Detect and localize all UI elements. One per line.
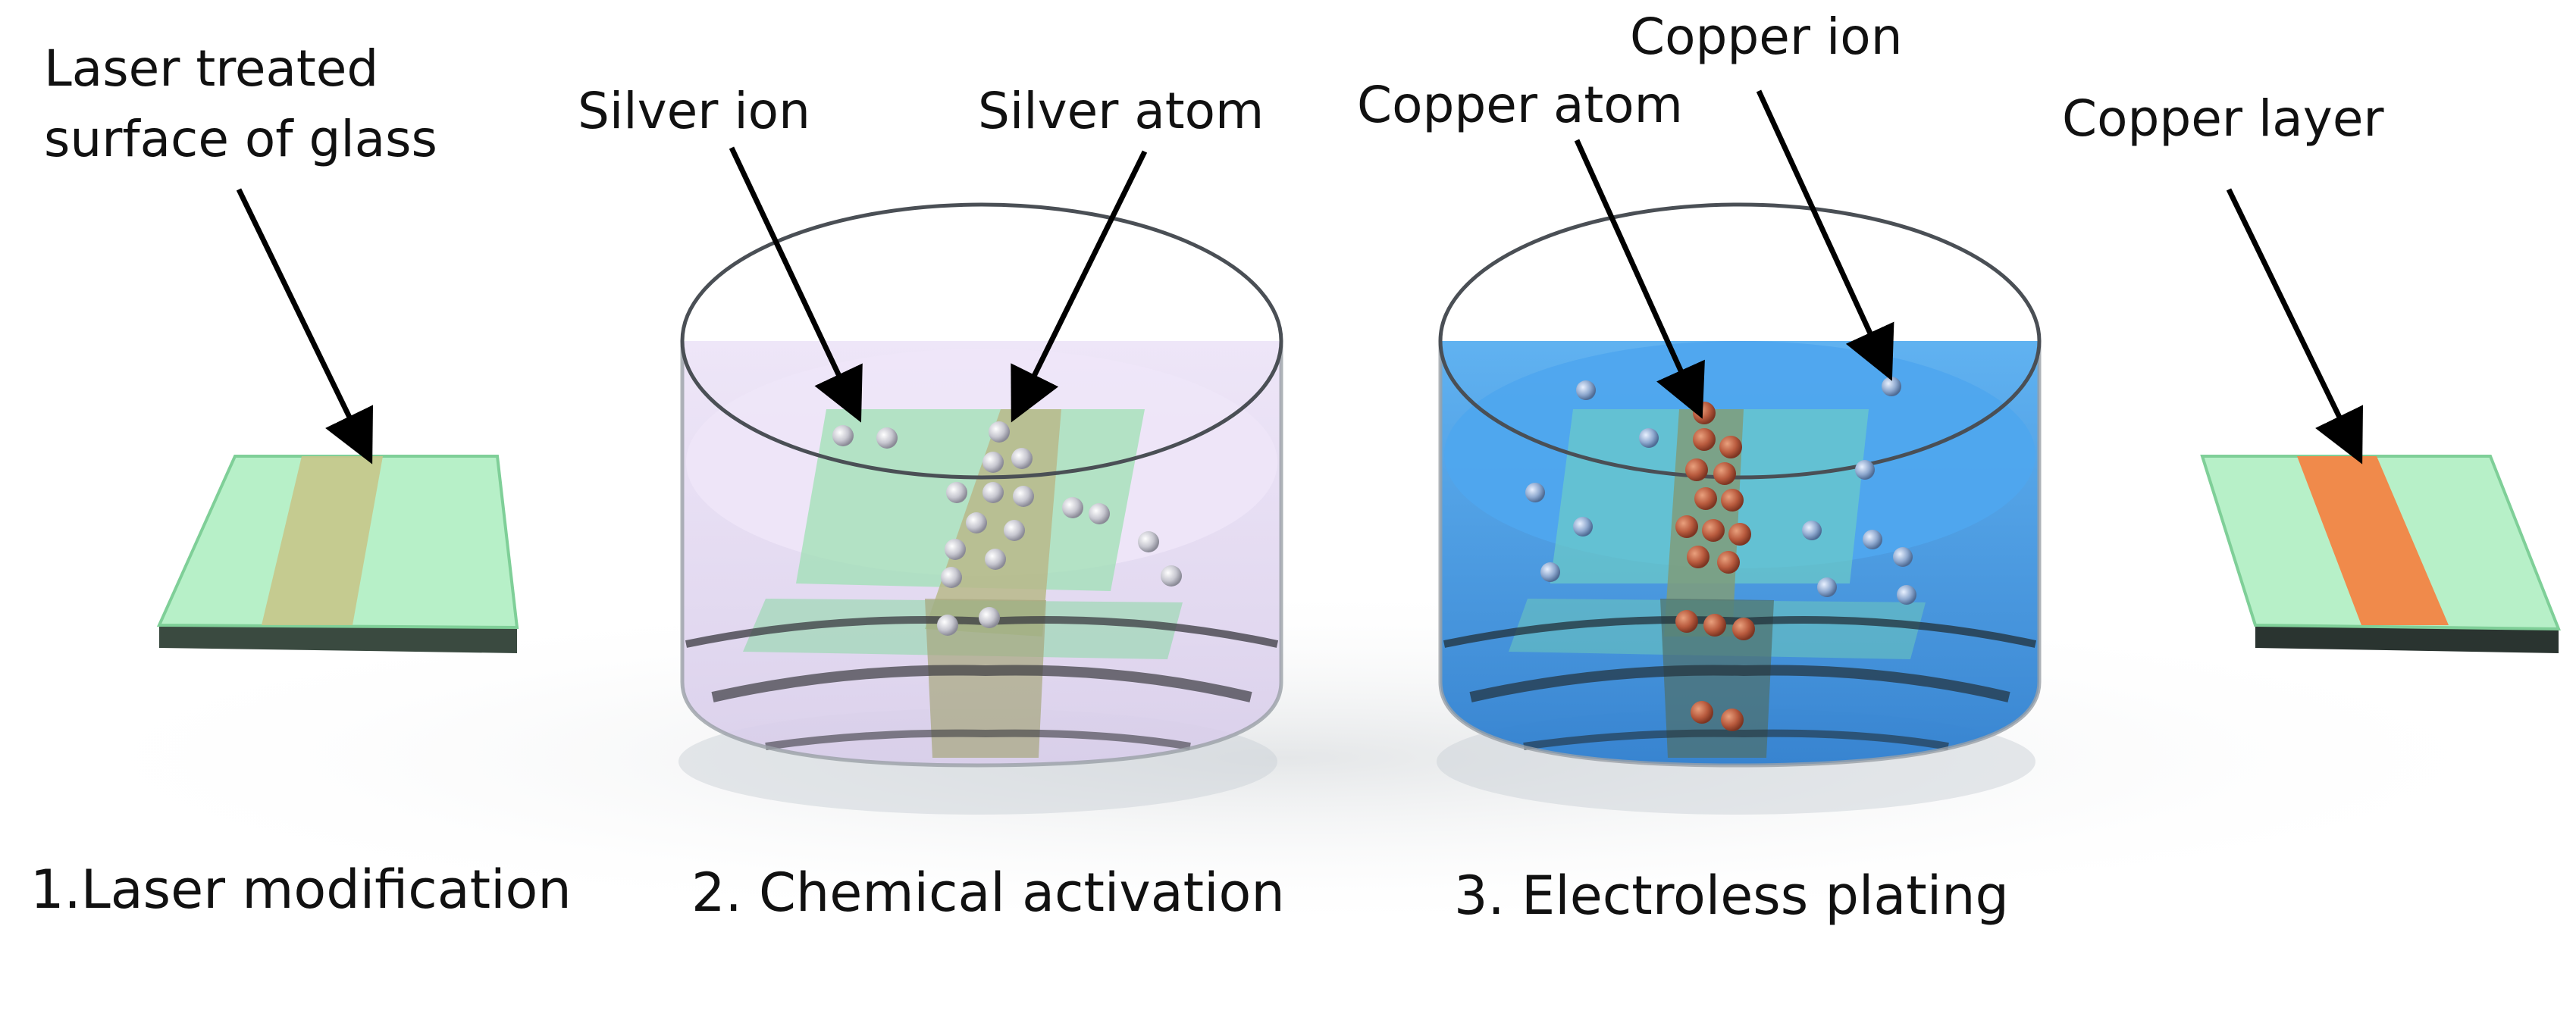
step-2-label: 2. Chemical activation xyxy=(691,862,1285,924)
arrow-silver-ion xyxy=(729,146,863,423)
laser-treated-glass-slide xyxy=(156,455,519,653)
copper-coated-glass-slide xyxy=(2200,455,2561,653)
copper-particles xyxy=(1675,402,1755,731)
label-laser-treated-line2: surface of glass xyxy=(44,110,437,168)
arrow-copper-layer xyxy=(2226,188,2364,465)
label-copper-atom: Copper atom xyxy=(1357,76,1683,134)
copper-strip xyxy=(2297,456,2449,625)
arrow-copper-ion xyxy=(1756,89,1894,381)
arrow-laser-treated xyxy=(236,188,374,465)
label-copper-ion: Copper ion xyxy=(1630,8,1903,66)
silver-particles xyxy=(832,421,1182,636)
label-copper-layer: Copper layer xyxy=(2062,89,2384,148)
label-silver-ion: Silver ion xyxy=(578,82,810,140)
laser-strip xyxy=(262,456,383,625)
copper-ion-particles xyxy=(1525,377,1916,605)
arrow-silver-atom xyxy=(1011,150,1148,423)
plating-dish xyxy=(1437,202,2042,815)
arrow-copper-atom xyxy=(1574,139,1705,419)
step-3-label: 3. Electroless plating xyxy=(1454,865,2009,927)
label-silver-atom: Silver atom xyxy=(978,82,1264,140)
activation-dish xyxy=(678,202,1283,815)
step-1-label: 1.Laser modification xyxy=(30,859,572,921)
label-laser-treated-line1: Laser treated xyxy=(44,39,379,98)
pointer-arrows xyxy=(236,89,2364,465)
